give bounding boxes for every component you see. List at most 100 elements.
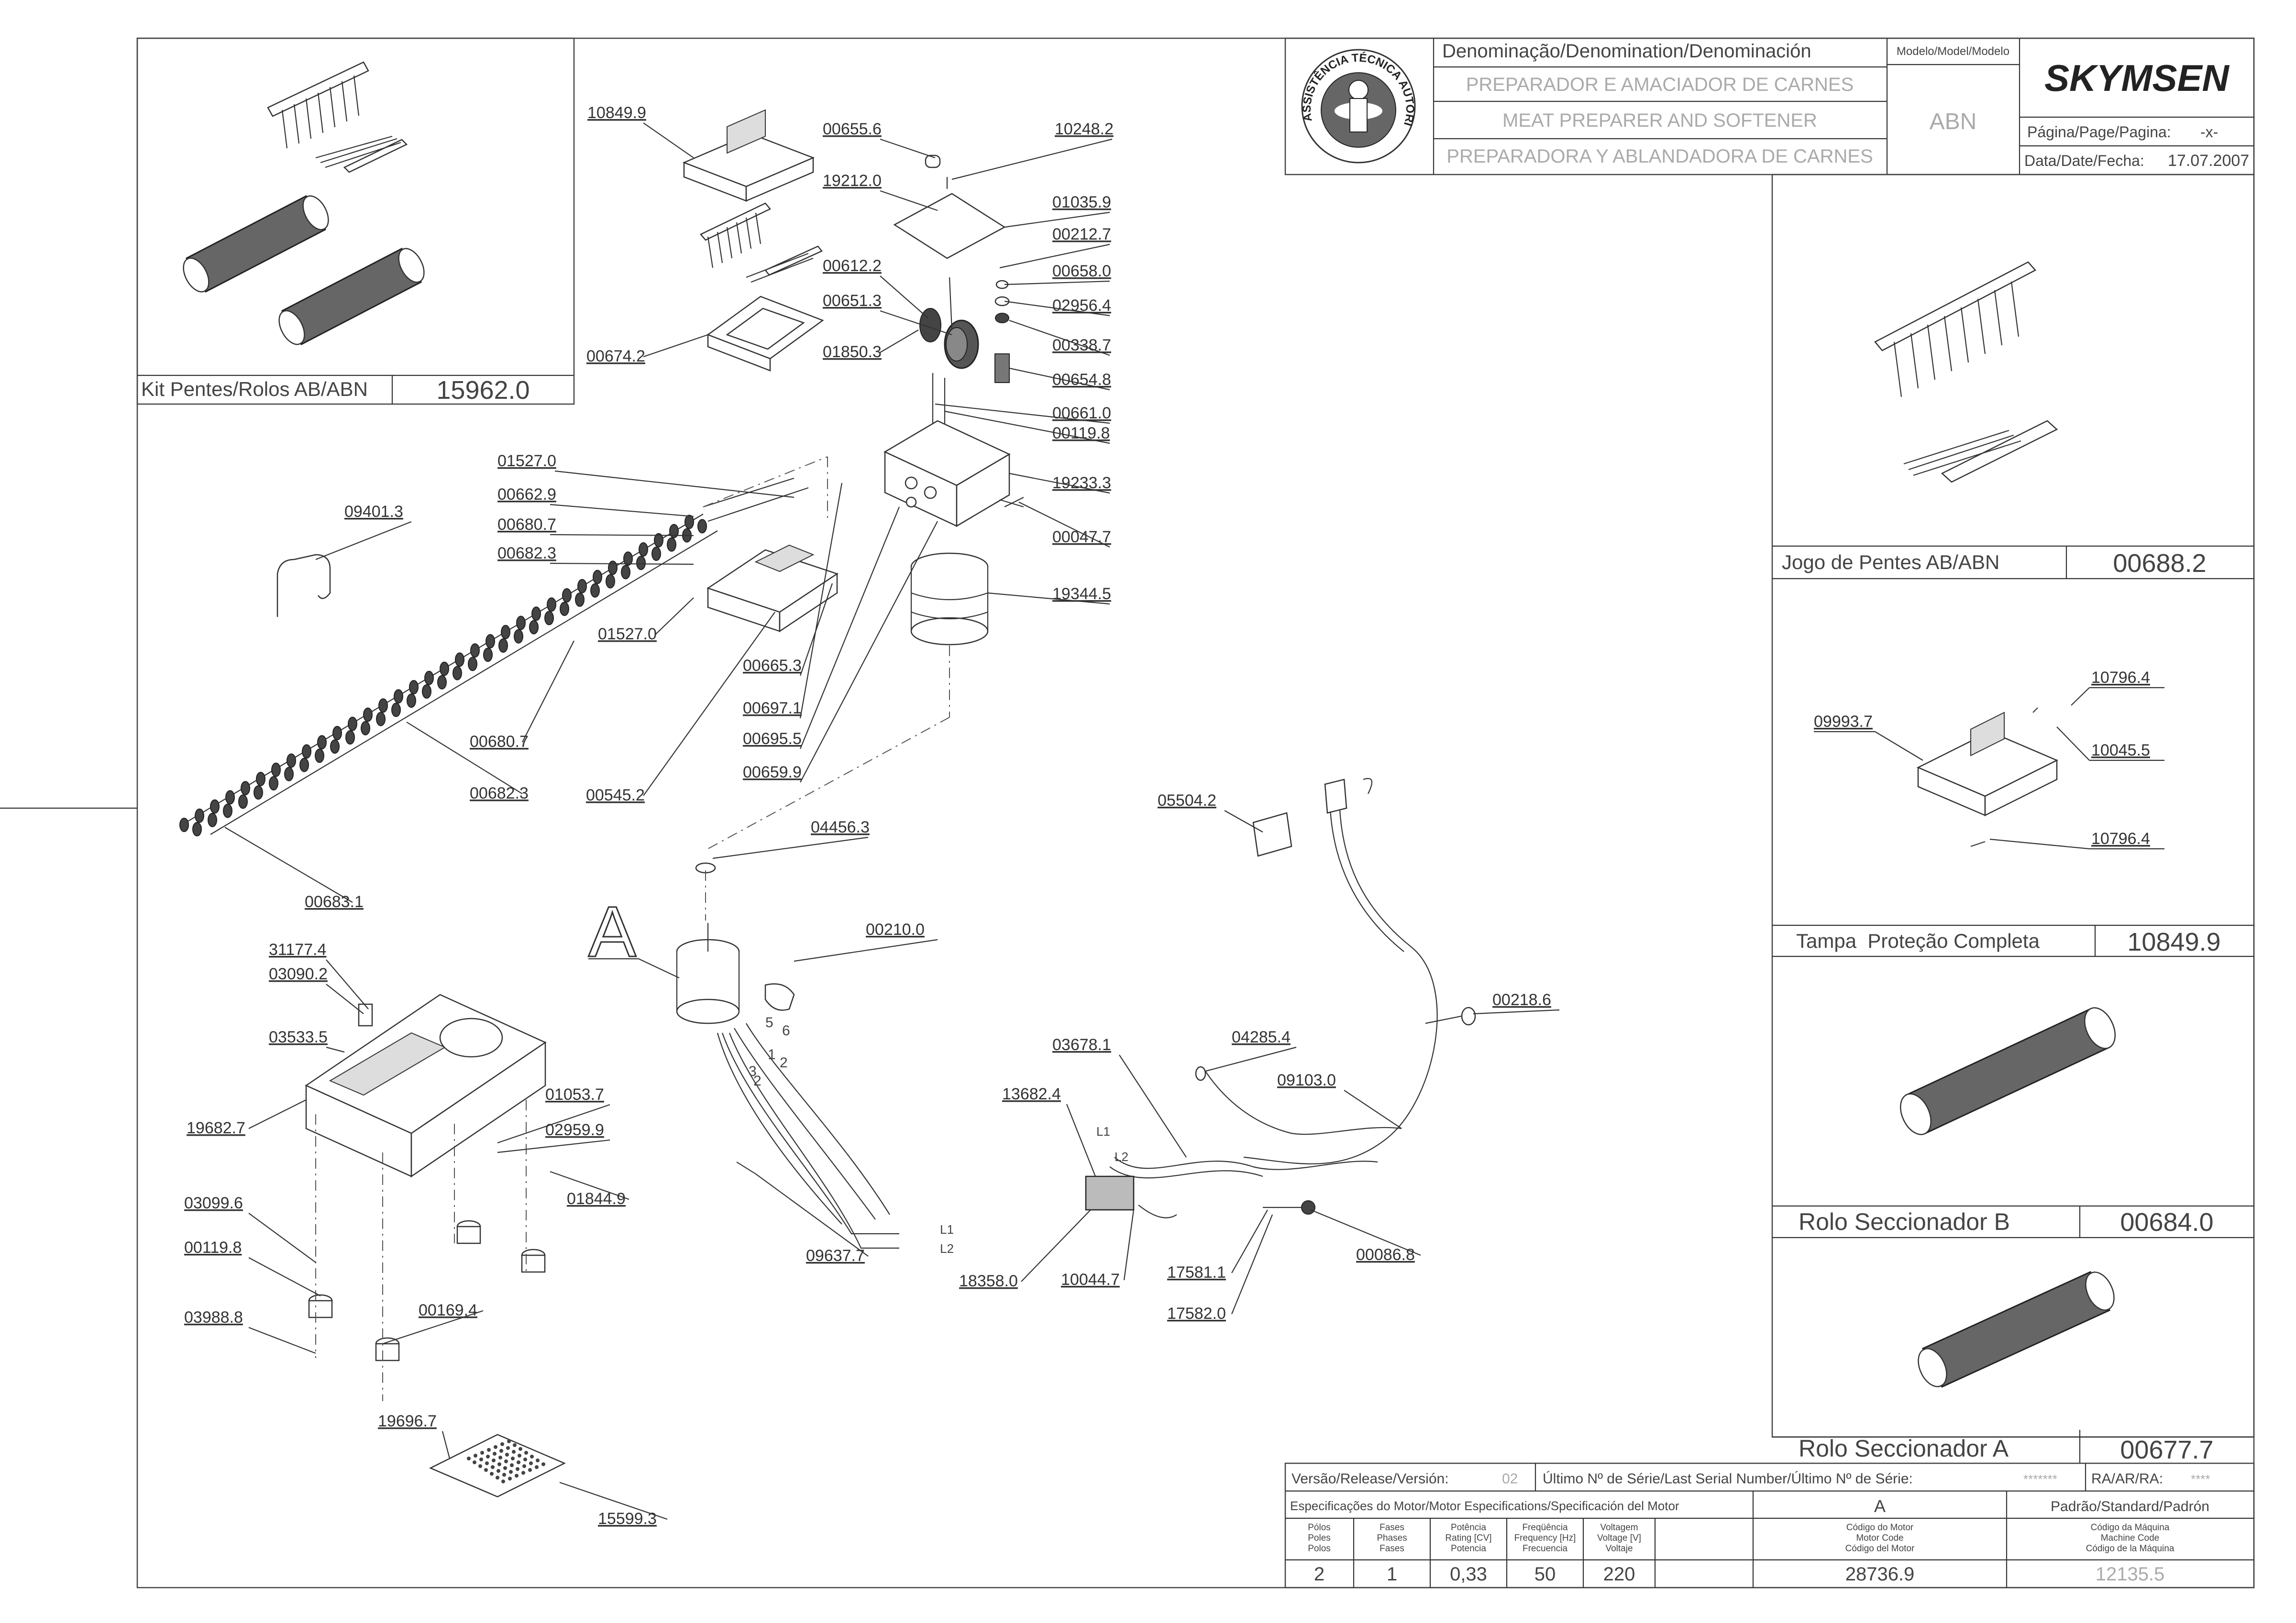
part-callout-00682-3: 00682.3 [497, 544, 556, 562]
leader-line [794, 939, 938, 962]
part-callout-00680-7: 00680.7 [470, 733, 529, 751]
ra-label: RA/AR/RA: [2091, 1471, 2163, 1487]
leader-line [880, 329, 919, 353]
part-callout-02956-4: 02956.4 [1052, 296, 1111, 315]
frame-part [706, 296, 824, 372]
part-callout-00047-7: 00047.7 [1052, 528, 1111, 546]
part-callout-00119-8: 00119.8 [184, 1239, 242, 1257]
right-inset-column: Jogo de Pentes AB/ABN 00688.2 Tampa Prot… [1771, 174, 2255, 1464]
blade-disc [468, 657, 477, 671]
part-callout-09103-0: 09103.0 [1277, 1071, 1336, 1089]
leader-line [1009, 319, 1110, 356]
standard-label: Padrão/Standard/Padrón [2051, 1499, 2209, 1514]
part-callout-00665-3: 00665.3 [743, 657, 802, 675]
part-callout-00682-3: 00682.3 [470, 784, 529, 802]
spec-letter: A [1874, 1496, 1886, 1516]
grill-hole [529, 1461, 533, 1465]
motor-base-part [305, 994, 547, 1178]
blade-disc [271, 762, 281, 777]
blade-disc [623, 551, 633, 566]
part-callout-03678-1: 03678.1 [1052, 1036, 1111, 1054]
hook-part [276, 554, 331, 617]
cover-drawing [1917, 707, 2058, 847]
leader-line [559, 1481, 668, 1520]
blade-disc [684, 515, 694, 529]
kit-label: Kit Pentes/Rolos AB/ABN [141, 378, 368, 400]
blade-disc [529, 620, 539, 635]
feet-parts [308, 1220, 546, 1361]
leader-line [1004, 300, 1110, 317]
part-callout-03090-2: 03090.2 [269, 965, 328, 983]
drum-part [910, 552, 989, 646]
blade-disc [330, 739, 340, 754]
plate-part [893, 154, 1006, 259]
cover-code: 10849.9 [2127, 928, 2220, 956]
part-callout-00661-0: 00661.0 [1052, 404, 1111, 422]
grill-hole [505, 1453, 509, 1457]
grill-hole [467, 1457, 471, 1460]
blade-disc [577, 579, 587, 593]
val-volt: 220 [1603, 1564, 1635, 1585]
model-header: Modelo/Model/Modelo [1897, 45, 2009, 58]
blade-disc [608, 560, 618, 575]
grill-hole [497, 1469, 500, 1473]
grill-hole [524, 1451, 528, 1455]
wire-l2: L2 [940, 1241, 954, 1256]
col-rating-l3: Potencia [1451, 1544, 1486, 1554]
part-callout-19682-7: 19682.7 [187, 1119, 245, 1137]
leader-line [1018, 502, 1110, 548]
grill-hole [508, 1477, 512, 1480]
authorized-service-seal: ASSISTÊNCIA TÉCNICA AUTORIZADA [0, 0, 1416, 164]
leader-line [550, 504, 694, 517]
leader-line [1009, 472, 1110, 494]
grill-hole [511, 1457, 515, 1460]
part-callout-00612-2: 00612.2 [823, 257, 882, 275]
col-volt-l3: Voltaje [1605, 1544, 1633, 1554]
grill-hole [493, 1452, 497, 1456]
part-callout-01053-7: 01053.7 [545, 1086, 604, 1104]
grill-hole [530, 1455, 534, 1459]
part-callout-18358-0: 18358.0 [959, 1272, 1018, 1290]
grill-hole [518, 1454, 521, 1458]
col-volt-l2: Voltage [V] [1597, 1533, 1641, 1543]
kit-code: 15962.0 [436, 376, 530, 405]
col-freq-l3: Frecuencia [1523, 1544, 1567, 1554]
model-value: ABN [1930, 109, 1977, 134]
roller-base-part [706, 544, 839, 633]
col-machine-l2: Machine Code [2101, 1533, 2160, 1543]
col-rating-l1: Potência [1451, 1523, 1486, 1533]
leader-line [1224, 810, 1263, 833]
blade-disc [287, 753, 296, 768]
leader-line [554, 470, 795, 498]
blade-disc [453, 666, 462, 680]
leader-line [944, 410, 1110, 444]
blade-disc [514, 629, 523, 644]
wire-2b: 2 [753, 1073, 762, 1089]
part-callout-19696-7: 19696.7 [378, 1412, 437, 1430]
blade-disc [667, 537, 676, 552]
blade-disc [332, 726, 342, 740]
blade-disc [378, 698, 388, 713]
leader-line [382, 1310, 484, 1345]
part-callout-09401-3: 09401.3 [344, 503, 403, 521]
wire-l1: L1 [940, 1222, 954, 1237]
grill-hole [500, 1442, 504, 1446]
roller-b-inset-drawing [1900, 1007, 2116, 1135]
part-callout-00683-1: 00683.1 [305, 893, 364, 911]
col-phases-l2: Phases [1377, 1533, 1407, 1543]
grill-hole [485, 1461, 489, 1465]
blade-disc [501, 625, 510, 639]
leader-line [406, 722, 523, 794]
grill-hole [536, 1459, 540, 1462]
leader-line [1021, 1209, 1091, 1282]
grill-hole [517, 1460, 520, 1464]
blade-disc [315, 748, 324, 763]
leader-line [987, 592, 1110, 605]
part-callout-03099-6: 03099.6 [184, 1194, 243, 1212]
product-name-es: PREPARADORA Y ABLANDADORA DE CARNES [1446, 146, 1873, 167]
val-machine-code: 12135.5 [2096, 1564, 2165, 1585]
col-motor-l1: Código do Motor [1846, 1523, 1914, 1533]
blade-disc [593, 570, 602, 584]
part-callout-00697-1: 00697.1 [743, 699, 802, 717]
part-callout-00218-6: 00218.6 [1492, 991, 1551, 1009]
